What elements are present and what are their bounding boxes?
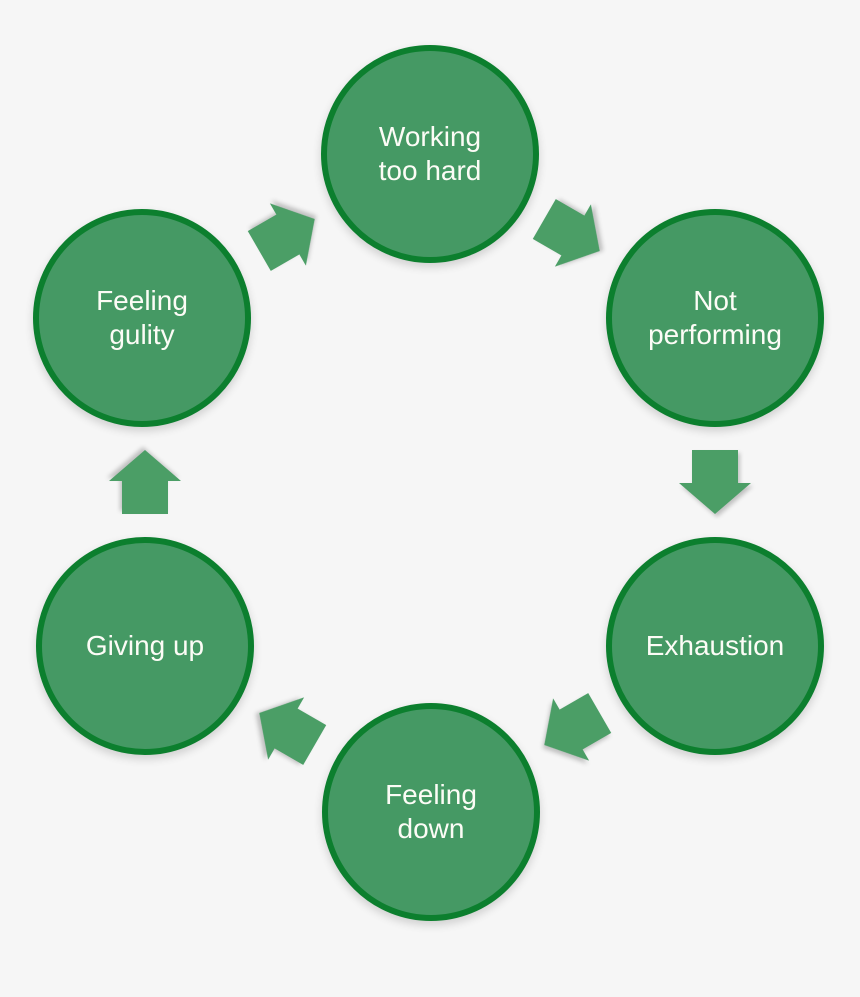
arrow-exhaustion-to-feeling-down-icon bbox=[526, 682, 617, 776]
arrow-not-performing-to-exhaustion-icon bbox=[679, 450, 751, 514]
node-not-performing: Not performing bbox=[606, 209, 824, 427]
node-feeling-down: Feeling down bbox=[322, 703, 540, 921]
arrow-feeling-gulity-to-working-icon bbox=[241, 188, 332, 282]
node-feeling-down-label: Feeling down bbox=[385, 779, 477, 844]
arrow-giving-up-to-feeling-gulity-icon bbox=[109, 450, 181, 514]
node-giving-up-label: Giving up bbox=[85, 630, 205, 662]
node-working-too-hard-label: Working too hard bbox=[378, 121, 482, 186]
node-feeling-gulity-label: Feeling gulity bbox=[96, 285, 188, 350]
node-working-too-hard: Working too hard bbox=[321, 45, 539, 263]
node-giving-up: Giving up bbox=[36, 537, 254, 755]
arrow-working-to-not-performing-icon bbox=[526, 188, 617, 282]
arrow-feeling-down-to-giving-up-icon bbox=[241, 682, 332, 776]
node-exhaustion-label: Exhaustion bbox=[645, 630, 785, 662]
node-feeling-gulity: Feeling gulity bbox=[33, 209, 251, 427]
node-exhaustion: Exhaustion bbox=[606, 537, 824, 755]
node-not-performing-label: Not performing bbox=[648, 285, 782, 350]
